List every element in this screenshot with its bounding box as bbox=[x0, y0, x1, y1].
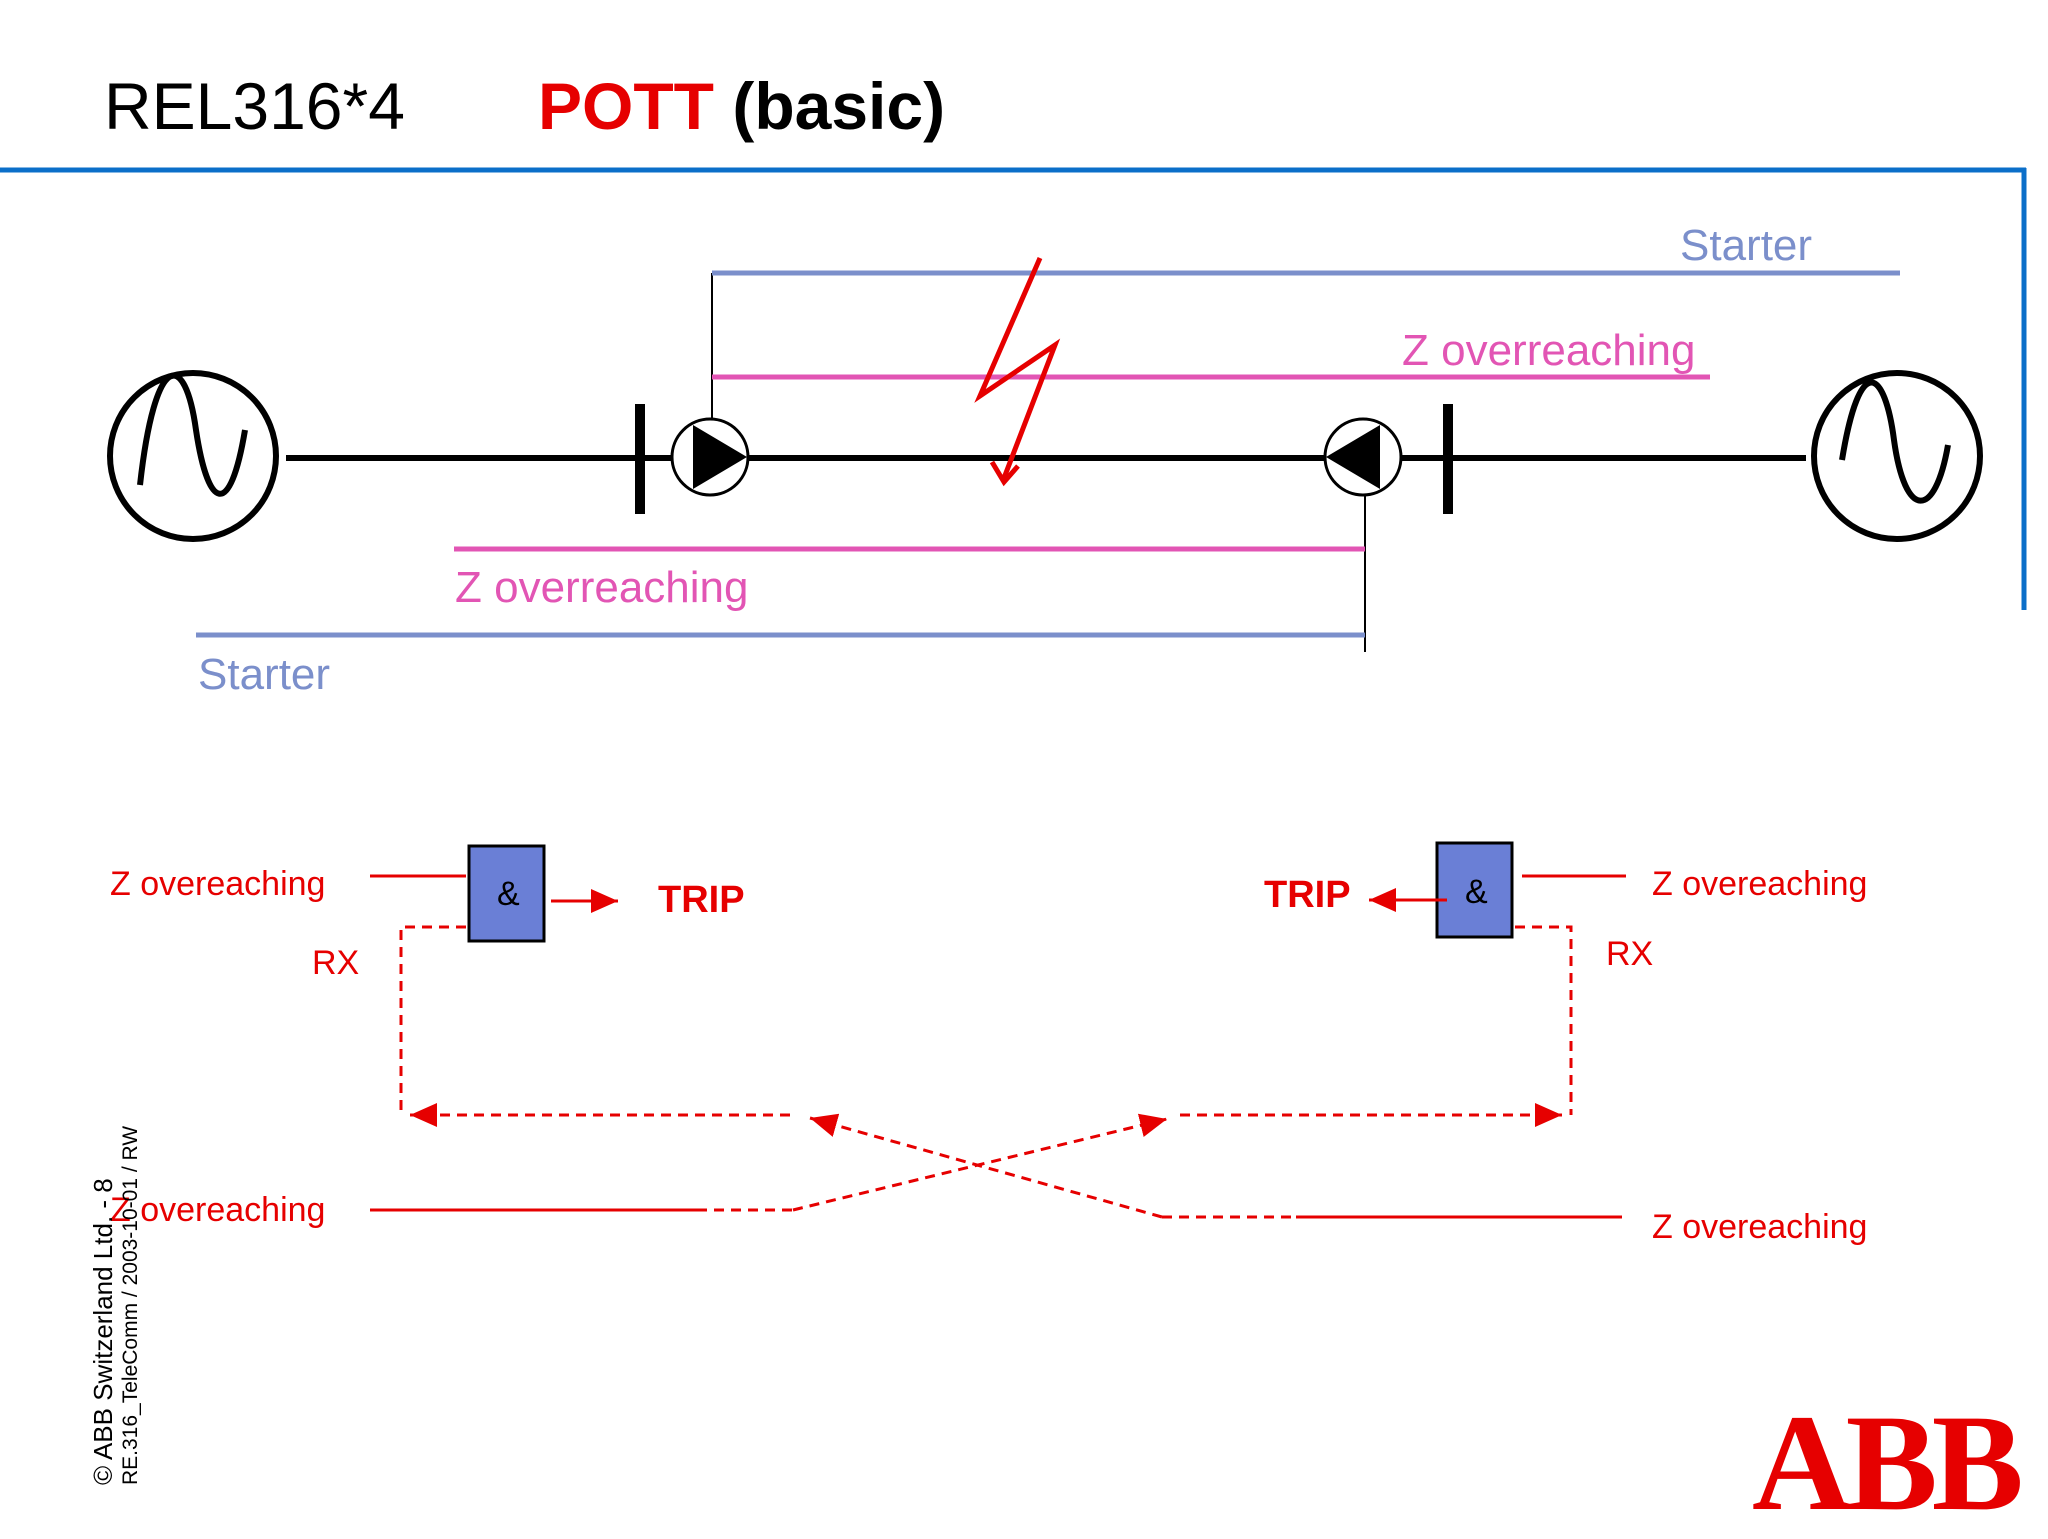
abb-logo: ABB bbox=[1752, 1386, 2024, 1539]
header-rule bbox=[0, 167, 2027, 610]
right-zover-bottom-label: Z overeaching bbox=[1652, 1208, 1867, 1246]
scheme-title-rest: (basic) bbox=[714, 69, 946, 143]
right-generator-icon bbox=[1811, 370, 1983, 542]
scheme-title-highlight: POTT bbox=[538, 69, 714, 143]
zover-label-top: Z overreaching bbox=[1402, 326, 1695, 375]
zover-label-bottom: Z overreaching bbox=[455, 563, 748, 612]
left-and-gate-symbol: & bbox=[497, 875, 520, 913]
right-and-gate bbox=[1435, 841, 1514, 939]
scheme-title: POTT (basic) bbox=[538, 68, 945, 144]
right-rx-label: RX bbox=[1606, 935, 1653, 973]
right-and-gate-symbol: & bbox=[1465, 873, 1488, 911]
starter-label-bottom: Starter bbox=[198, 650, 330, 699]
right-relay-icon bbox=[1323, 417, 1403, 497]
left-and-gate bbox=[467, 844, 546, 943]
fault-lightning-icon bbox=[974, 257, 1061, 487]
left-relay-icon bbox=[670, 417, 750, 497]
left-zover-bottom-label: Z overeaching bbox=[110, 1191, 325, 1229]
doc-reference: RE.316_TeleComm / 2003-10-01 / RW bbox=[119, 1125, 142, 1485]
right-trip-label: TRIP bbox=[1264, 874, 1351, 916]
copyright-text: © ABB Switzerland Ltd. - 8 bbox=[88, 1178, 118, 1485]
left-zover-input-label: Z overeaching bbox=[110, 865, 325, 903]
product-name: REL316*4 bbox=[104, 69, 405, 143]
starter-label-top: Starter bbox=[1680, 221, 1812, 270]
left-trip-label: TRIP bbox=[658, 879, 745, 921]
right-zover-input-label: Z overeaching bbox=[1652, 865, 1867, 903]
left-generator-icon bbox=[107, 370, 279, 542]
footer: © ABB Switzerland Ltd. - 8 RE.316_TeleCo… bbox=[88, 1126, 144, 1485]
left-rx-label: RX bbox=[312, 944, 359, 982]
